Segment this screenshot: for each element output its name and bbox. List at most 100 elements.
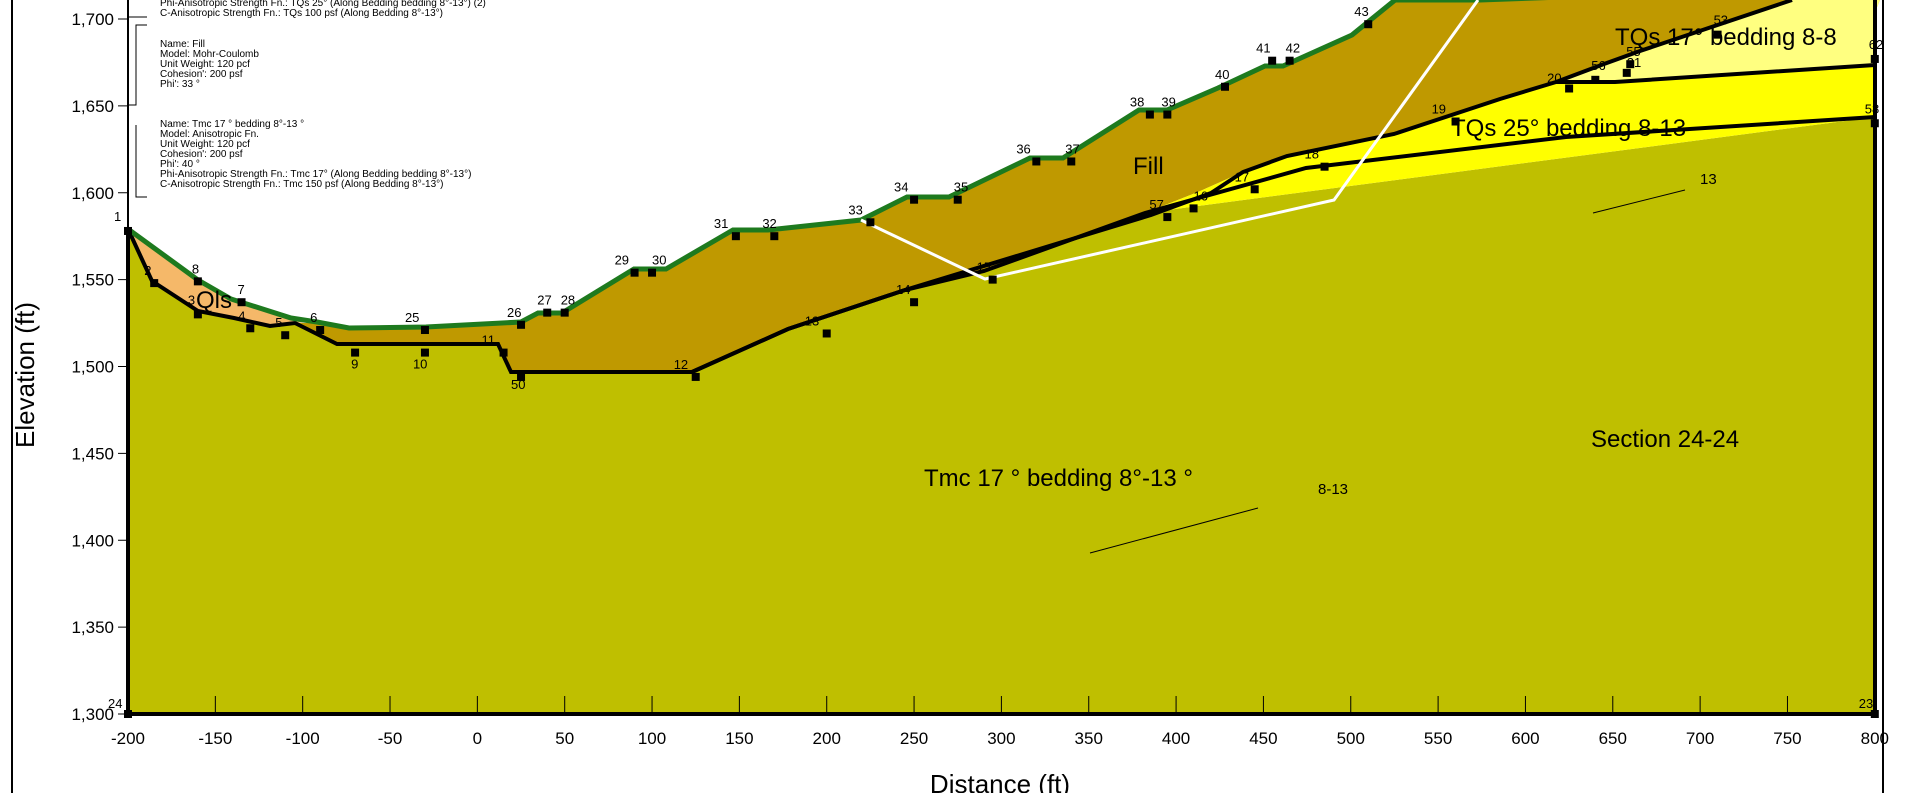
point-marker <box>1163 110 1172 119</box>
point-label: 35 <box>954 180 968 195</box>
qls-label: Qls <box>196 287 232 314</box>
point-marker <box>866 218 875 227</box>
point-label: 34 <box>894 180 908 195</box>
point-label: 3 <box>188 292 195 307</box>
point-marker <box>691 372 700 381</box>
point-marker <box>281 331 290 340</box>
point-marker <box>150 279 159 288</box>
y-tick-label: 1,600 <box>71 184 114 203</box>
point-label: 27 <box>537 293 551 308</box>
point-label: 32 <box>762 216 776 231</box>
fill-label: Fill <box>1133 153 1164 180</box>
point-marker <box>420 326 429 335</box>
x-tick-label: 550 <box>1424 729 1452 748</box>
tqs25-label: TQs 25° bedding 8-13 <box>1451 115 1686 142</box>
point-label: 30 <box>652 253 666 268</box>
point-label: 7 <box>238 282 245 297</box>
y-tick-label: 1,450 <box>71 444 114 463</box>
x-tick-label: 750 <box>1773 729 1801 748</box>
bedding-note-2: 13 <box>1700 171 1717 188</box>
point-label: 50 <box>511 377 525 392</box>
point-label: 42 <box>1286 41 1300 56</box>
x-tick-label: -100 <box>286 729 320 748</box>
point-marker <box>193 310 202 319</box>
point-label: 41 <box>1256 41 1270 56</box>
point-label: 19 <box>1432 102 1446 117</box>
point-label: 13 <box>805 313 819 328</box>
point-marker <box>1250 185 1259 194</box>
bedding-indicator-line <box>1089 507 1259 554</box>
point-label: 11 <box>482 333 496 348</box>
point-marker <box>560 308 569 317</box>
point-label: 15 <box>977 260 991 275</box>
point-label: 23 <box>1859 696 1873 711</box>
point-label: 4 <box>238 308 245 323</box>
point-marker <box>246 324 255 333</box>
point-label: 62 <box>1869 37 1883 52</box>
point-label: 40 <box>1215 67 1229 82</box>
x-tick-label: 0 <box>473 729 482 748</box>
x-tick-label: -150 <box>198 729 232 748</box>
point-label: 43 <box>1354 4 1368 19</box>
point-marker <box>1622 68 1631 77</box>
point-marker <box>648 268 657 277</box>
x-tick-label: 400 <box>1162 729 1190 748</box>
material-property-line: Phi': 33 ° <box>160 79 200 90</box>
point-marker <box>731 232 740 241</box>
x-tick-label: 100 <box>638 729 666 748</box>
x-tick-label: 50 <box>555 729 574 748</box>
x-tick-label: 800 <box>1861 729 1889 748</box>
material-property-line: Phi-Anisotropic Strength Fn.: TQs 25° (A… <box>160 0 486 9</box>
point-label: 57 <box>1149 197 1163 212</box>
material-property-line: Unit Weight: 120 pcf <box>160 139 250 150</box>
material-property-line: C-Anisotropic Strength Fn.: TQs 100 psf … <box>160 8 443 19</box>
material-property-line: C-Anisotropic Strength Fn.: Tmc 150 psf … <box>160 179 444 190</box>
point-marker <box>124 710 132 718</box>
y-tick-label: 1,350 <box>71 618 114 637</box>
material-property-leaders <box>128 16 147 198</box>
tqs17-label: TQs 17° bedding 8-8 <box>1615 24 1837 51</box>
material-property-line: Phi-Anisotropic Strength Fn.: Tmc 17° (A… <box>160 169 471 180</box>
point-label: 31 <box>714 216 728 231</box>
y-tick-label: 1,400 <box>71 531 114 550</box>
point-label: 9 <box>351 357 358 372</box>
point-label: 58 <box>1865 101 1879 116</box>
x-tick-label: 650 <box>1599 729 1627 748</box>
point-marker <box>499 348 508 357</box>
point-marker <box>517 372 526 381</box>
point-marker <box>1870 54 1879 63</box>
x-tick-label: 500 <box>1337 729 1365 748</box>
section-label: Section 24-24 <box>1591 426 1739 453</box>
point-label: 5 <box>275 315 282 330</box>
point-label: 26 <box>507 305 521 320</box>
qls-region <box>128 229 317 326</box>
x-tick-label: 600 <box>1511 729 1539 748</box>
y-tick-label: 1,700 <box>71 10 114 29</box>
point-marker <box>1189 204 1198 213</box>
fill-region <box>295 0 1880 372</box>
point-marker <box>1713 30 1722 39</box>
x-tick-label: 450 <box>1249 729 1277 748</box>
x-tick-label: -50 <box>378 729 403 748</box>
point-marker <box>1032 157 1041 166</box>
point-label: 6 <box>310 310 317 325</box>
x-axis-title: Distance (ft) <box>930 769 1070 793</box>
point-label: 8 <box>192 261 199 276</box>
point-marker <box>1067 157 1076 166</box>
point-label: 39 <box>1161 95 1175 110</box>
point-label: 28 <box>561 293 575 308</box>
point-markers: 1234569101150121314155716171819205621555… <box>108 4 1883 718</box>
tmc-bedrock-region <box>128 117 1875 714</box>
material-properties: Phi-Anisotropic Strength Fn.: TQs 25° (A… <box>160 0 486 190</box>
point-marker <box>1870 119 1879 128</box>
tmc-label: Tmc 17 ° bedding 8°-13 ° <box>924 465 1193 492</box>
point-marker <box>1145 110 1154 119</box>
y-tick-label: 1,550 <box>71 271 114 290</box>
point-label: 38 <box>1130 95 1144 110</box>
point-marker <box>910 195 919 204</box>
point-marker <box>351 348 360 357</box>
point-marker <box>1364 20 1373 29</box>
point-marker <box>1163 213 1172 222</box>
x-tick-label: 300 <box>987 729 1015 748</box>
point-marker <box>1320 162 1329 171</box>
